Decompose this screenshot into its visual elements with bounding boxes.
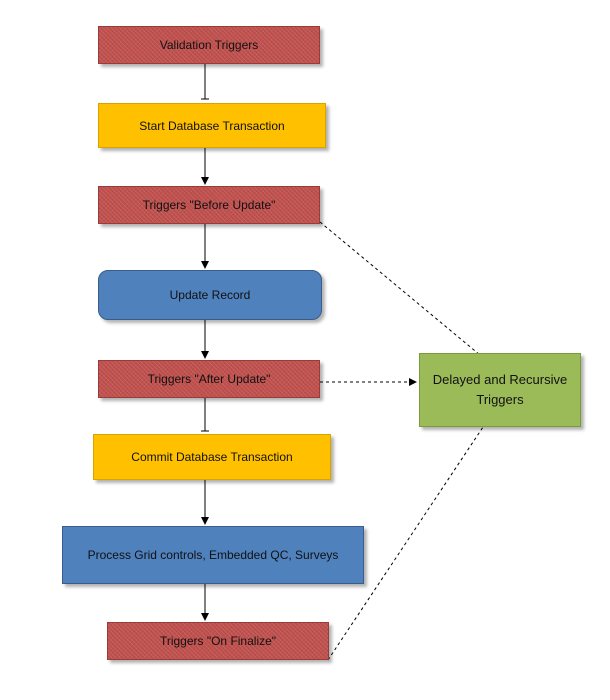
delayed-recursive-triggers-label: Delayed and Recursive Triggers (432, 372, 568, 407)
after-update-triggers-box: Triggers "After Update" (98, 360, 320, 398)
commit-database-transaction-label: Commit Database Transaction (131, 450, 293, 464)
start-database-transaction-label: Start Database Transaction (139, 118, 285, 133)
delayed-recursive-triggers-box: Delayed and Recursive Triggers (419, 353, 581, 427)
update-record-label: Update Record (169, 288, 251, 302)
process-grid-controls-label: Process Grid controls, Embedded QC, Surv… (87, 548, 339, 562)
start-database-transaction-box: Start Database Transaction (98, 103, 326, 148)
dashed-arrow-before-to-delayed (319, 221, 493, 366)
validation-triggers-box: Validation Triggers (98, 26, 320, 64)
commit-database-transaction-box: Commit Database Transaction (93, 434, 331, 480)
update-record-box: Update Record (98, 270, 322, 320)
on-finalize-triggers-box: Triggers "On Finalize" (107, 622, 329, 660)
process-grid-controls-box: Process Grid controls, Embedded QC, Surv… (62, 526, 364, 584)
before-update-triggers-box: Triggers "Before Update" (98, 186, 320, 224)
before-update-triggers-label: Triggers "Before Update" (142, 198, 276, 212)
on-finalize-triggers-label: Triggers "On Finalize" (159, 634, 277, 648)
validation-triggers-label: Validation Triggers (159, 38, 259, 52)
after-update-triggers-label: Triggers "After Update" (147, 372, 271, 386)
